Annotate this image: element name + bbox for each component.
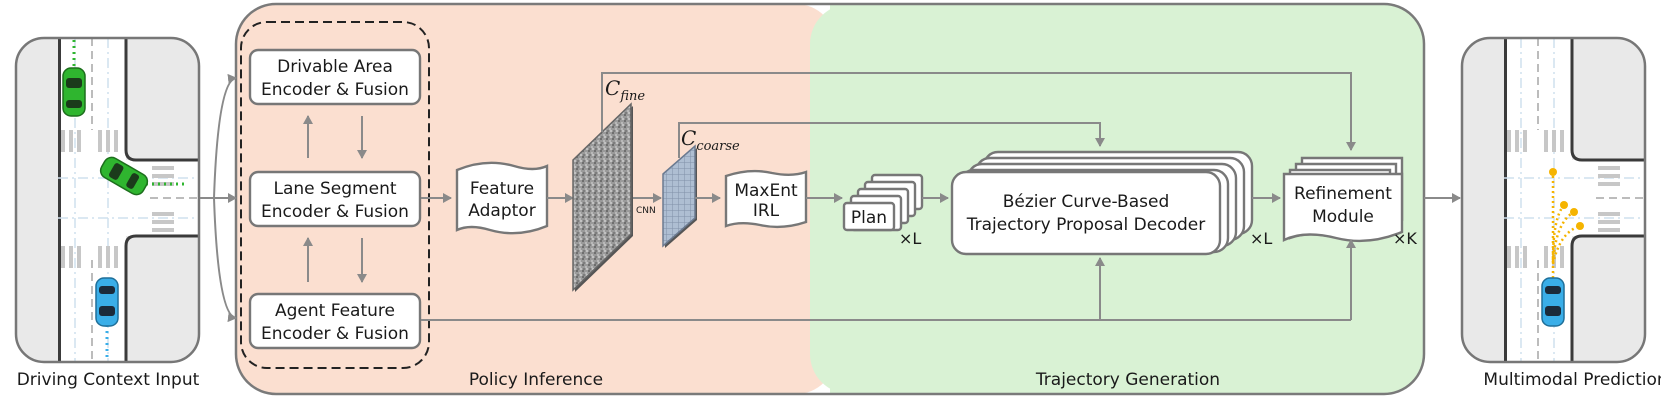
skip-connections xyxy=(421,72,1356,321)
svg-text:Adaptor: Adaptor xyxy=(468,201,535,221)
trajectory-generation-label: Trajectory Generation xyxy=(1035,370,1220,390)
c-coarse-label: Ccoarse xyxy=(681,126,740,154)
svg-text:Encoder & Fusion: Encoder & Fusion xyxy=(261,202,409,222)
svg-text:Trajectory Proposal Decoder: Trajectory Proposal Decoder xyxy=(966,215,1205,235)
svg-text:Feature: Feature xyxy=(470,179,534,199)
svg-text:Encoder & Fusion: Encoder & Fusion xyxy=(261,324,409,344)
c-fine-label: Cfine xyxy=(605,76,645,104)
svg-text:Drivable Area: Drivable Area xyxy=(277,57,393,77)
encoder-group xyxy=(240,21,430,369)
decoder-multiplier: ×L xyxy=(1250,229,1272,248)
svg-text:Agent Feature: Agent Feature xyxy=(275,301,395,321)
svg-text:Module: Module xyxy=(1312,207,1374,227)
agent-feature-encoder: Agent Feature Encoder & Fusion xyxy=(248,292,422,350)
feature-adaptor: Feature Adaptor xyxy=(455,161,549,235)
svg-text:Encoder & Fusion: Encoder & Fusion xyxy=(261,80,409,100)
trajectory-endpoints xyxy=(1549,168,1584,230)
maxent-irl: MaxEnt IRL xyxy=(724,169,808,229)
svg-text:IRL: IRL xyxy=(753,201,780,221)
refinement-module-stack: Refinement Module xyxy=(1282,156,1404,243)
output-caption: Multimodal Predictions xyxy=(1483,370,1661,390)
lane-segment-encoder: Lane Segment Encoder & Fusion xyxy=(248,170,422,228)
svg-text:Refinement: Refinement xyxy=(1294,184,1392,204)
encoder-fusion-arrows xyxy=(303,115,367,283)
green-car-turning-icon xyxy=(99,156,149,196)
svg-text:MaxEnt: MaxEnt xyxy=(734,181,798,201)
driving-context-map xyxy=(14,36,201,364)
input-split-arrows xyxy=(200,73,237,323)
svg-text:Lane Segment: Lane Segment xyxy=(273,179,396,199)
c-coarse-feature-map xyxy=(662,144,697,248)
plan-stack: Plan xyxy=(842,173,924,232)
bezier-decoder-stack: Bézier Curve-Based Trajectory Proposal D… xyxy=(950,150,1254,256)
input-caption: Driving Context Input xyxy=(17,370,200,390)
drivable-area-encoder: Drivable Area Encoder & Fusion xyxy=(248,48,422,106)
cnn-label: CNN xyxy=(636,206,656,216)
policy-inference-label: Policy Inference xyxy=(469,370,603,390)
svg-text:Bézier Curve-Based: Bézier Curve-Based xyxy=(1003,192,1170,212)
multimodal-predictions-map xyxy=(1460,36,1647,364)
c-fine-feature-map xyxy=(572,102,633,292)
blue-car-icon xyxy=(95,277,119,327)
svg-text:Plan: Plan xyxy=(851,208,887,228)
refinement-multiplier: ×K xyxy=(1393,229,1417,248)
plan-multiplier: ×L xyxy=(899,229,921,248)
green-car-icon xyxy=(62,67,86,117)
blue-car-icon xyxy=(1541,277,1565,327)
